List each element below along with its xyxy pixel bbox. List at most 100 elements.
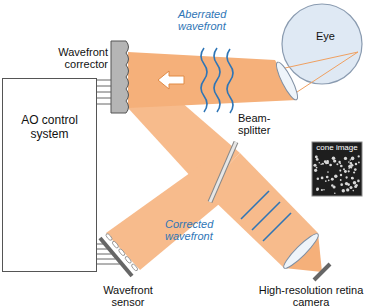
direction-arrow [158,71,184,89]
cone-dot [340,179,342,181]
cone-dot [348,170,350,172]
cone-dot [351,157,355,161]
cone-dot [334,174,337,177]
cone-dot [332,157,336,161]
cone-dot [323,189,325,191]
lenslet [124,256,132,264]
component-label: Beam-splitter [238,112,290,136]
cone-dot [336,163,338,165]
lenslet [111,240,119,248]
cone-dot [343,168,345,170]
cone-dot [316,188,319,191]
eye-label: Eye [316,30,346,42]
cone-dot [345,176,347,178]
cone-dot [348,168,349,169]
cone-dot [321,189,323,191]
component-label: High-resolution retina camera [256,284,366,308]
cone-dot [334,160,336,162]
cone-dot [350,162,353,165]
cone-dot [315,155,318,158]
wavefront-label: Corrected wavefront [165,218,235,242]
cone-dot [340,165,343,168]
light-beam [128,52,297,108]
cone-dot [351,177,354,180]
lenslet [131,263,139,271]
mirror-surface [111,41,129,113]
cone-dot [313,164,316,167]
corrected-wave [241,191,269,219]
cone-dot [329,164,332,167]
corrected-wave [263,213,291,241]
control-wires [97,80,111,104]
beam-splitter-plate [210,142,236,202]
cone-dot [342,189,345,192]
cone-dot [326,160,329,163]
cone-dot [333,185,336,188]
cone-dot [358,161,360,163]
component-label: AO control system [14,113,86,141]
cone-dot [314,169,317,172]
cone-dot [354,168,357,171]
eye-ray [285,52,358,68]
cone-dot [334,193,336,195]
cone-image [312,142,362,196]
cone-dot [357,180,360,183]
eye-ray [294,52,358,94]
cone-dot [346,188,349,191]
cone-dot [322,163,324,165]
cone-dot [339,163,341,165]
cone-dot [353,190,355,192]
aberrated-wave [227,49,233,113]
cone-dot [354,185,357,188]
cone-dot [340,183,343,186]
lenslet [118,248,126,256]
component-label: Wavefront sensor [92,284,164,308]
cone-dot [344,170,347,173]
light-beam [106,150,236,270]
corrected-wave [252,202,280,230]
mirror-symbol [110,40,132,114]
cone-dot [358,155,360,157]
cone-dot [317,177,320,180]
beam-splitter-plate [210,142,236,202]
cone-dot [344,157,347,160]
deformable-mirror: Wavefront corrector [48,36,134,118]
cone-dot [316,189,318,191]
aberrated-wave [201,48,207,112]
cone-dot [340,174,342,176]
cone-dots [313,155,359,194]
cone-dot [316,167,318,169]
cone-dot [339,170,341,172]
cone-dot [316,158,319,161]
cone-dot [353,171,355,173]
cone-dot [326,176,329,179]
cone-dot [316,156,317,157]
camera-lens [280,230,321,271]
aberrated-wave [214,48,220,112]
eye-ball [282,4,362,84]
cone-dot [348,161,350,163]
cone-dot [325,180,327,182]
eye-lens [273,60,301,102]
cone-dot [353,181,357,185]
cone-dot [327,171,329,173]
wavefront-sensor: Wavefront sensor [92,226,164,306]
cone-dot [355,163,357,165]
cone-dot [351,177,353,179]
inset-label: cone image [312,143,362,152]
lenslet [105,233,113,241]
control-box: AO control system [2,78,97,272]
cone-dot [349,186,352,189]
cone-dot [350,166,352,168]
camera-sensor [314,264,330,280]
control-wires [97,244,120,264]
cone-dot [350,159,351,160]
cone-dot [319,162,321,164]
cone-dot [320,164,322,166]
cone-dot [321,177,324,180]
wavefront-label: Aberrated wavefront [178,8,258,32]
cone-dot [355,184,358,187]
cone-dot [347,183,350,186]
component-label: Wavefront corrector [48,46,108,70]
